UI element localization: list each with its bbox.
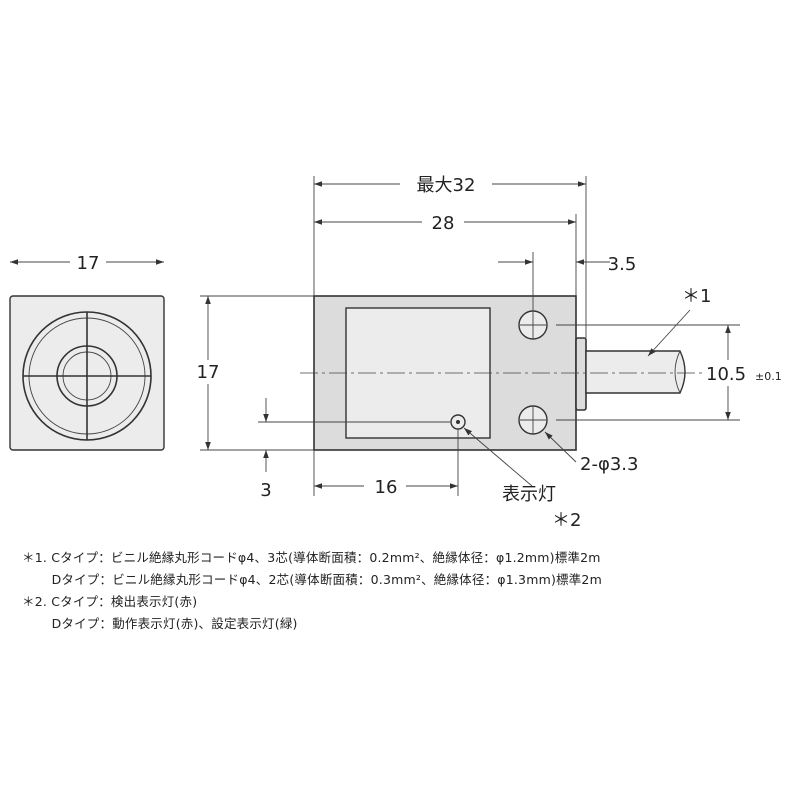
hole-spec-leader bbox=[544, 431, 577, 463]
side-view: 17 最大32 28 3.5 bbox=[192, 170, 798, 531]
hole-offset-label: 3.5 bbox=[608, 254, 637, 275]
hole-spec-label: 2-φ3.3 bbox=[580, 454, 638, 475]
note1-leader bbox=[647, 309, 691, 357]
note-2-c-type: ＊2. Cタイプ：検出表示灯(赤) bbox=[22, 594, 198, 609]
indicator-offset-label: 3 bbox=[260, 480, 271, 501]
cable bbox=[585, 350, 686, 394]
note-1-d-type: Dタイプ：ビニル絶縁丸形コードφ4、2芯(導体断面積：0.3mm²、絶縁体径：φ… bbox=[22, 572, 602, 587]
cable-height-tolerance: ±0.1 bbox=[755, 370, 782, 383]
indicator-label: 表示灯 bbox=[502, 484, 556, 505]
height-label: 17 bbox=[197, 362, 220, 383]
note1-mark: ＊1 bbox=[682, 286, 711, 307]
cable-height-label: 10.5 bbox=[706, 364, 746, 385]
cable-gland bbox=[575, 337, 587, 411]
max-length-label: 最大32 bbox=[417, 175, 476, 196]
indicator-distance-label: 16 bbox=[375, 477, 398, 498]
indicator-leader bbox=[463, 427, 533, 487]
length-label: 28 bbox=[432, 213, 455, 234]
note-1-c-type: ＊1. Cタイプ：ビニル絶縁丸形コードφ4、3芯(導体断面積：0.2mm²、絶縁… bbox=[22, 550, 601, 565]
note-2-d-type: Dタイプ：動作表示灯(赤)、設定表示灯(緑) bbox=[22, 616, 298, 631]
front-view: 17 bbox=[9, 248, 165, 451]
note2-mark: ＊2 bbox=[552, 510, 581, 531]
front-width-label: 17 bbox=[77, 253, 100, 274]
